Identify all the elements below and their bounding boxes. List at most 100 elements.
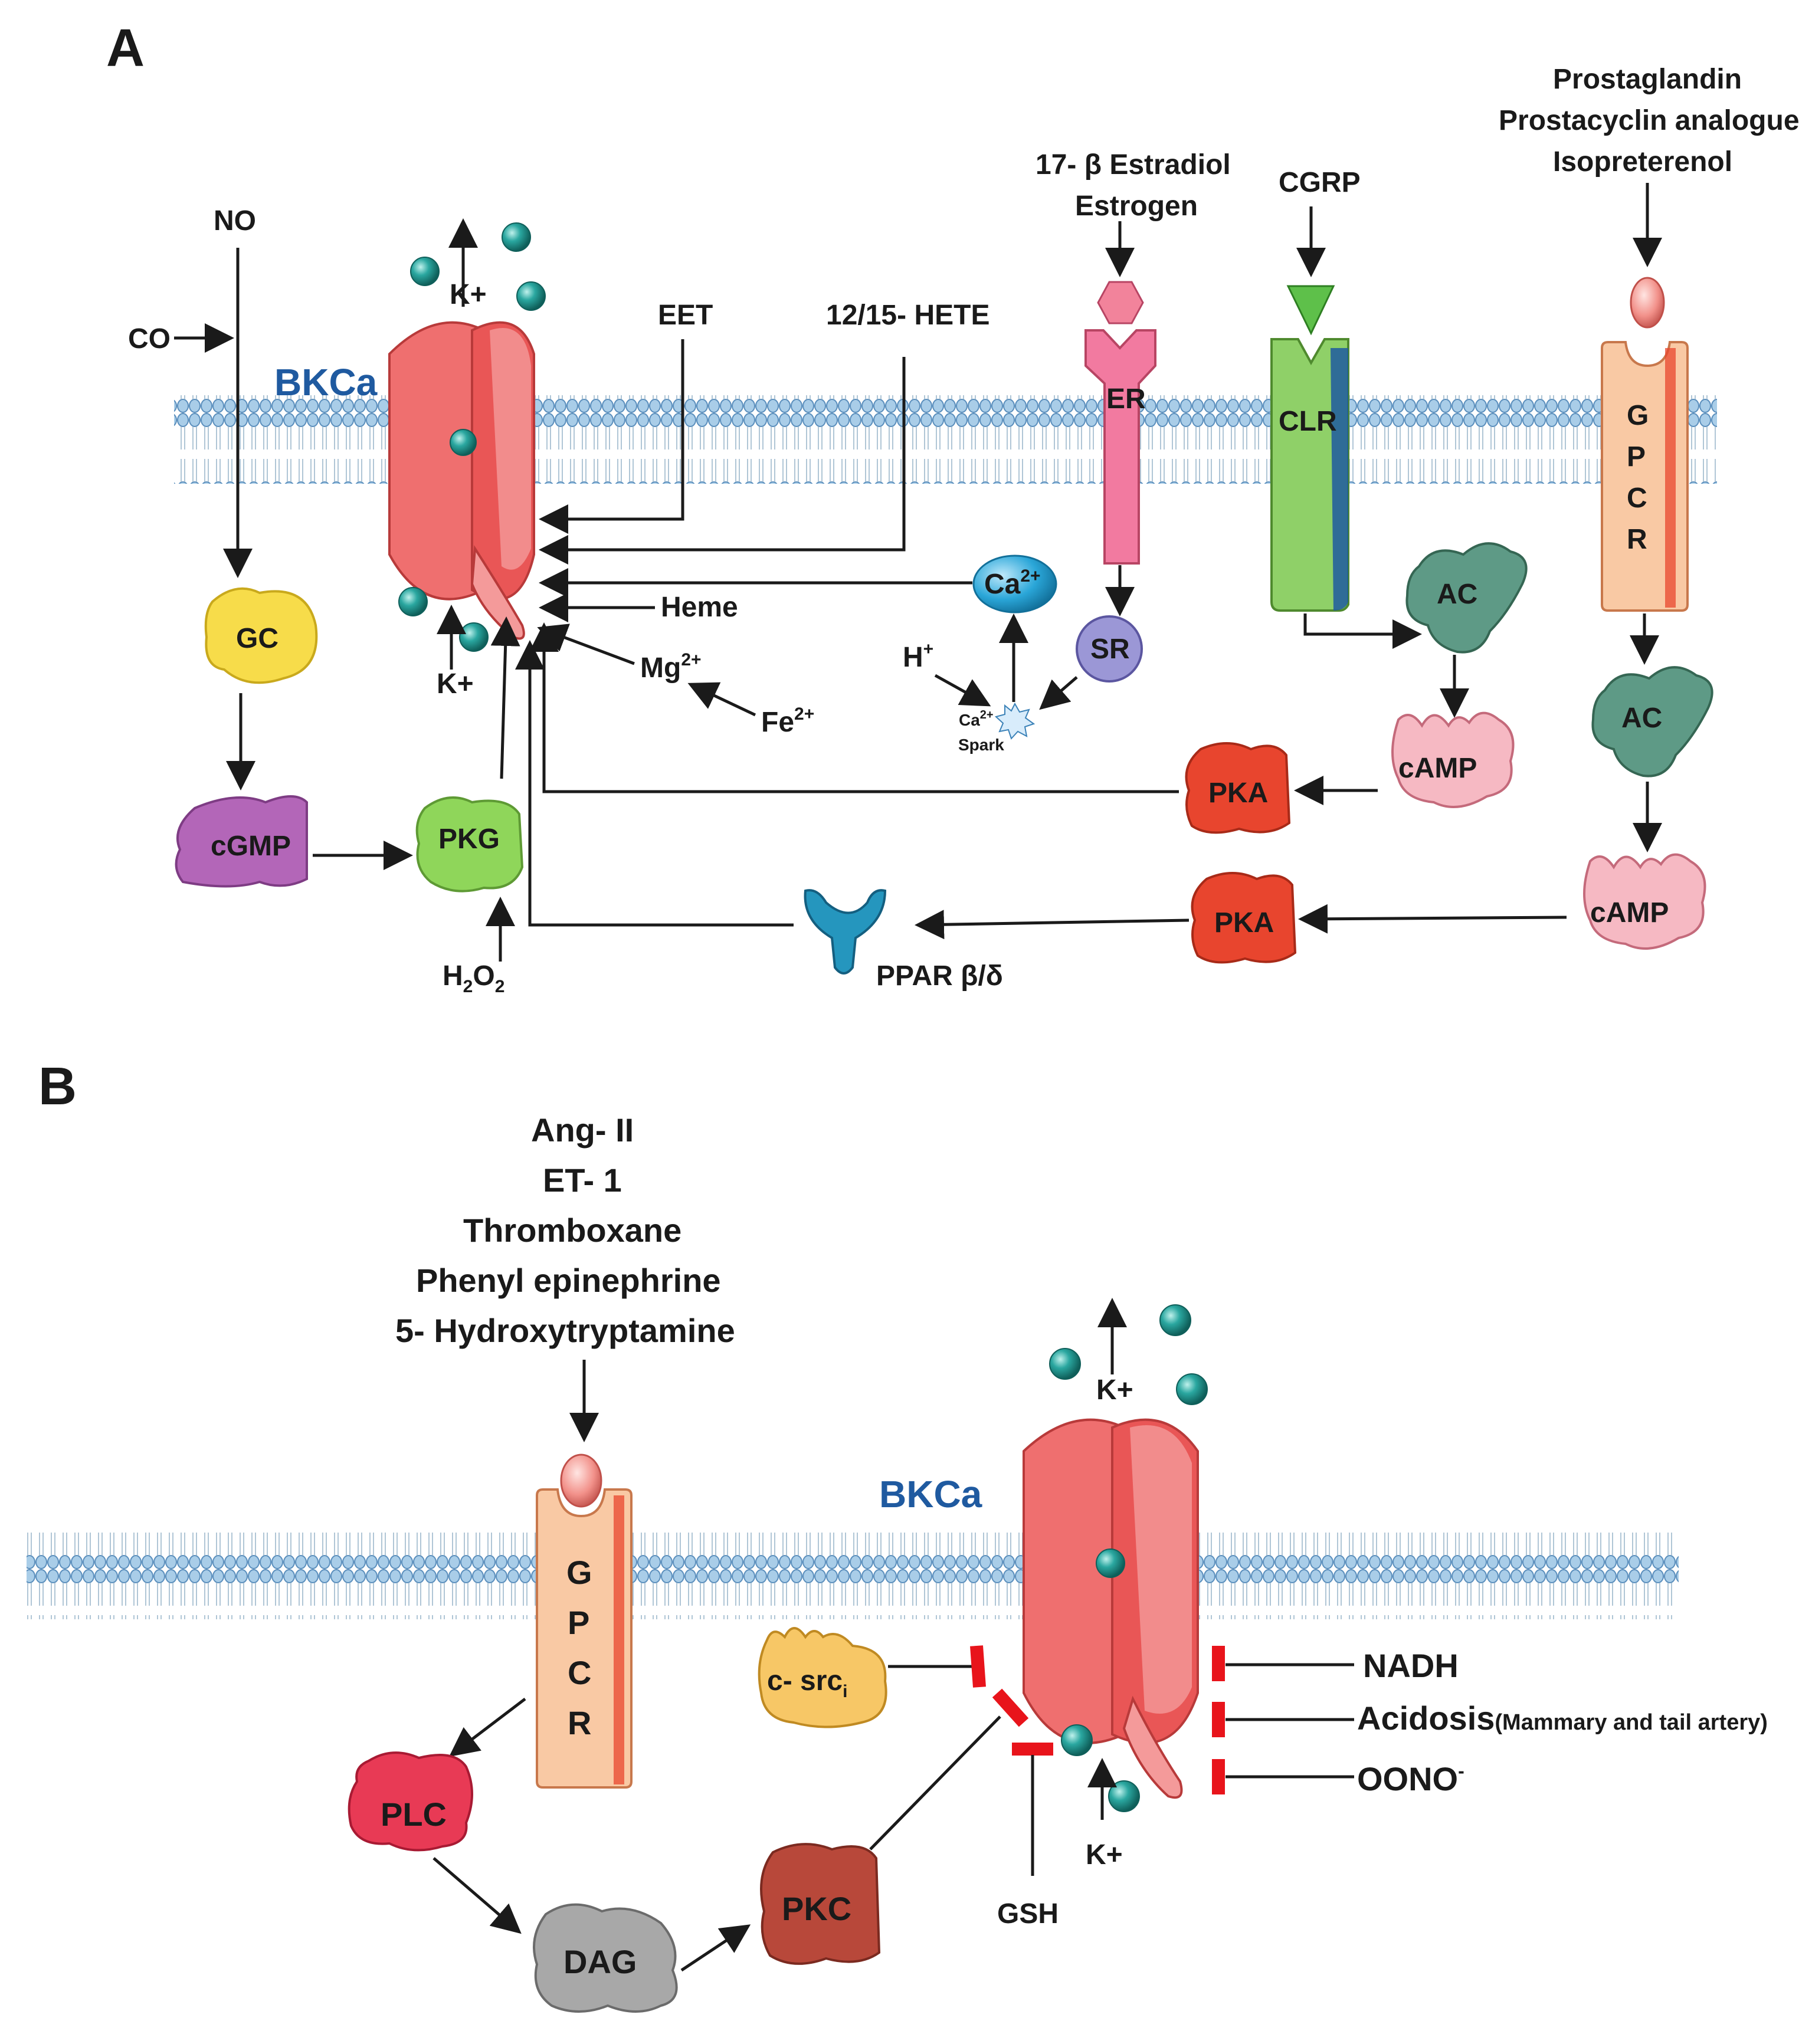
- potassium-ion-icon: [410, 257, 440, 286]
- no-label: NO: [214, 205, 256, 237]
- hete-label: 12/15- HETE: [826, 300, 989, 331]
- potassium-ion-icon: [1061, 1724, 1093, 1756]
- k-in-label-b: K+: [1086, 1839, 1123, 1871]
- gc-label: GC: [236, 623, 278, 654]
- prostaglandin-label: Prostaglandin: [1553, 64, 1742, 95]
- k-out-label-a: K+: [450, 279, 487, 310]
- agonist-label: Ang- II: [531, 1111, 634, 1149]
- sr-label: SR: [1090, 634, 1130, 665]
- agonist-label: 5- Hydroxytryptamine: [395, 1312, 735, 1349]
- clr-receptor: CLR: [1270, 338, 1349, 612]
- oono-label: OONO-: [1357, 1760, 1464, 1797]
- gpcr-receptor-b: G P C R: [536, 1488, 633, 1789]
- pkg-label: PKG: [438, 823, 500, 855]
- potassium-ion-icon: [502, 222, 531, 252]
- dag-enzyme: DAG: [533, 1903, 678, 2013]
- co-label: CO: [128, 323, 171, 355]
- cgmp-enzyme: cGMP: [175, 795, 308, 888]
- er-label: ER: [1106, 383, 1146, 415]
- svg-text:Ca2+: Ca2+: [984, 566, 1041, 600]
- bkca-channel-a: [388, 321, 535, 640]
- pka-label-1: PKA: [1208, 777, 1268, 809]
- isopreterenol-label: Isopreterenol: [1553, 146, 1732, 178]
- h2o2-label: H2O2: [443, 960, 504, 996]
- panel-a-letter: A: [106, 19, 145, 78]
- nadh-label: NADH: [1363, 1647, 1459, 1684]
- potassium-ion-icon: [1108, 1780, 1140, 1812]
- pkg-enzyme: PKG: [415, 796, 524, 893]
- gpcr-letter-b: P: [568, 1604, 589, 1641]
- ac-label-2: AC: [1621, 703, 1662, 734]
- pkc-enzyme: PKC: [760, 1843, 881, 1965]
- gpcr-letter-a: C: [1627, 483, 1647, 514]
- gpcr-letter-b: C: [568, 1654, 591, 1691]
- gpcr-receptor-a: G P C R: [1601, 341, 1689, 612]
- plc-label: PLC: [381, 1796, 447, 1833]
- membrane-b: [27, 1531, 1679, 1619]
- agonist-label: Phenyl epinephrine: [416, 1262, 721, 1299]
- dag-label: DAG: [563, 1943, 637, 1980]
- estradiol-label: 17- β Estradiol: [1036, 149, 1231, 181]
- acidosis-label: Acidosis(Mammary and tail artery): [1357, 1699, 1768, 1737]
- gc-enzyme: GC: [204, 587, 318, 684]
- panel-b-letter: B: [38, 1057, 77, 1116]
- ppar-receptor-icon: [804, 889, 887, 975]
- spark-ca-label: Ca2+: [959, 708, 994, 729]
- cgrp-label: CGRP: [1279, 167, 1361, 198]
- c-src-label: c- srci: [767, 1665, 847, 1701]
- pkc-label: PKC: [782, 1890, 851, 1927]
- potassium-ion-icon: [459, 622, 489, 652]
- heme-label: Heme: [661, 592, 738, 623]
- prostacyclin-label: Prostacyclin analogue: [1499, 105, 1800, 136]
- gpcr-letter-a: G: [1627, 400, 1649, 431]
- potassium-ion-icon: [398, 587, 428, 616]
- ca-ion-a: Ca2+: [972, 555, 1057, 613]
- gpcr-ligand-icon-b: [560, 1454, 602, 1508]
- potassium-ion-icon: [516, 281, 546, 311]
- gpcr-letter-b: G: [566, 1554, 592, 1591]
- inhibition-bar: [970, 1645, 986, 1688]
- gpcr-ligand-icon-a: [1630, 277, 1665, 329]
- mg-label: Mg2+: [640, 650, 702, 684]
- pka-enzyme-1: PKA: [1185, 742, 1291, 834]
- estrogen-ligand-icon: [1097, 281, 1144, 324]
- ppar-label: PPAR β/δ: [876, 960, 1003, 992]
- ac-enzyme-1: AC: [1405, 542, 1528, 654]
- camp-label-1: cAMP: [1398, 753, 1477, 784]
- cgrp-ligand-icon: [1286, 285, 1335, 336]
- gsh-label: GSH: [997, 1898, 1059, 1930]
- pka-enzyme-2: PKA: [1191, 872, 1297, 964]
- camp-enzyme-1: cAMP: [1391, 711, 1515, 808]
- cgmp-label: cGMP: [211, 831, 291, 862]
- ca-spark-icon: [994, 702, 1036, 740]
- c-src-enzyme: c- srci: [758, 1627, 887, 1728]
- camp-enzyme-2: cAMP: [1583, 853, 1706, 950]
- ac-enzyme-2: AC: [1591, 666, 1713, 777]
- bkca-label-b: BKCa: [879, 1473, 982, 1515]
- er-receptor: ER: [1084, 329, 1156, 565]
- camp-label-2: cAMP: [1590, 897, 1669, 929]
- potassium-ion-icon: [1176, 1373, 1208, 1405]
- h-ion-label: H+: [903, 639, 933, 673]
- agonist-label: Thromboxane: [463, 1212, 681, 1249]
- gpcr-letter-b: R: [568, 1704, 591, 1741]
- pka-label-2: PKA: [1214, 907, 1274, 939]
- sr-organelle: SR: [1076, 615, 1143, 683]
- spark-label: Spark: [958, 736, 1004, 754]
- bkca-label-a: BKCa: [274, 361, 378, 403]
- potassium-ion-icon: [1096, 1548, 1125, 1578]
- fe-label: Fe2+: [761, 704, 814, 738]
- bkca-channel-b: [1023, 1418, 1199, 1799]
- potassium-ion-icon: [1159, 1304, 1191, 1336]
- clr-label: CLR: [1279, 406, 1337, 437]
- eet-label: EET: [658, 300, 713, 331]
- ac-label-1: AC: [1437, 579, 1477, 610]
- plc-enzyme: PLC: [348, 1751, 473, 1852]
- agonist-label: ET- 1: [543, 1162, 622, 1199]
- potassium-ion-icon: [1049, 1348, 1081, 1380]
- gpcr-letter-a: R: [1627, 524, 1647, 555]
- gpcr-letter-a: P: [1627, 441, 1646, 473]
- estrogen-label: Estrogen: [1075, 191, 1198, 222]
- k-in-label-a: K+: [437, 668, 474, 700]
